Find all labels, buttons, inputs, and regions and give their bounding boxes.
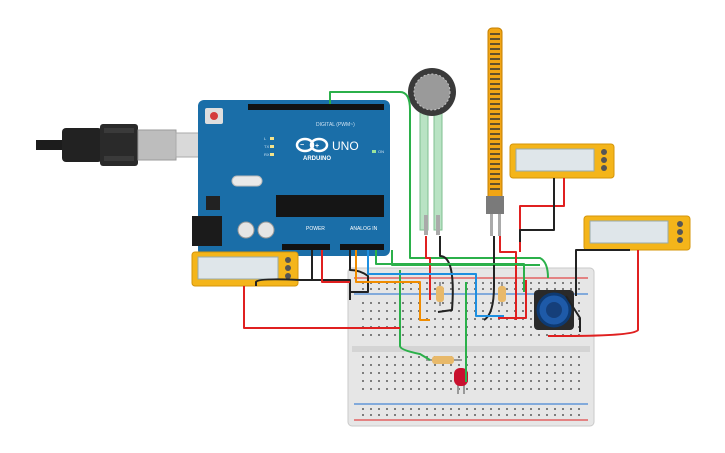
arduino-logo: − +	[295, 137, 329, 153]
power-label: POWER	[306, 226, 325, 232]
usb-cable	[36, 124, 201, 166]
on-led-label: ON	[378, 149, 384, 154]
force-sensitive-resistor	[408, 68, 456, 235]
l-label: L	[264, 136, 267, 141]
digital-header-label: DIGITAL (PWM~)	[316, 122, 355, 128]
svg-text:+: +	[315, 143, 319, 150]
resistor-2	[498, 282, 506, 306]
svg-text:−: −	[300, 142, 304, 149]
led	[454, 368, 468, 394]
multimeter-1	[509, 143, 615, 179]
multimeter-3	[191, 251, 299, 287]
flex-sensor	[486, 27, 504, 236]
potentiometer	[534, 290, 574, 330]
multimeter-2	[583, 215, 691, 251]
arduino-model: UNO	[332, 139, 359, 153]
arduino-brand: ARDUINO	[303, 156, 331, 162]
crystal	[231, 175, 263, 187]
tx-label: TX	[264, 144, 269, 149]
atmega-chip	[276, 195, 384, 217]
analog-label: ANALOG IN	[350, 226, 378, 232]
digital-header	[248, 104, 384, 110]
rx-label: RX	[264, 152, 270, 157]
wires	[243, 91, 639, 382]
analog-header	[340, 244, 384, 250]
resistor-3	[426, 356, 462, 364]
arduino-uno-board: DIGITAL (PWM~) − + ARDUINO UNO TX RX L O…	[192, 100, 390, 256]
power-header	[282, 244, 330, 250]
power-jack	[192, 216, 222, 246]
resistor-1	[436, 282, 444, 306]
